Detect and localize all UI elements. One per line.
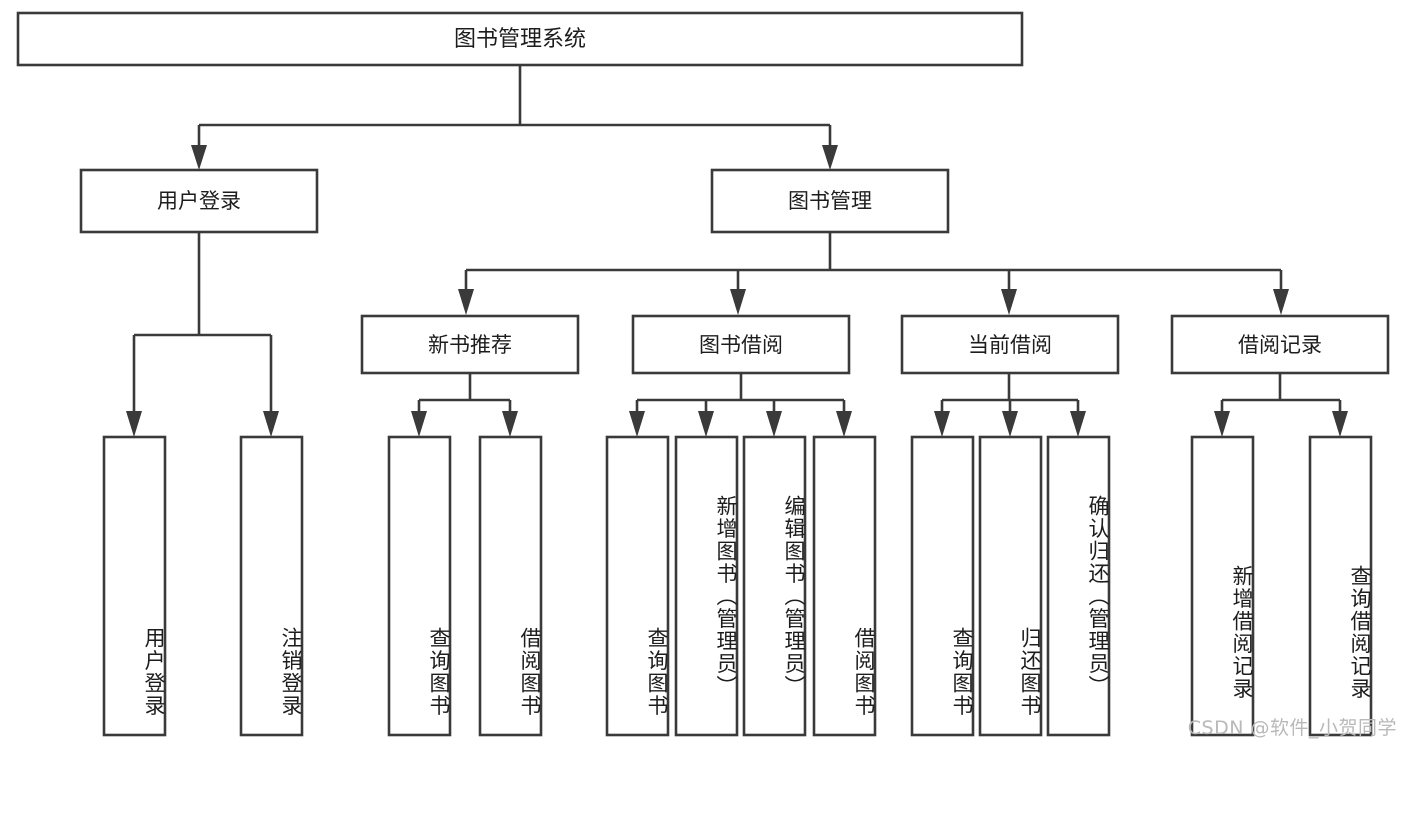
node-new-book-recommend[interactable]: 新书推荐	[360, 314, 580, 375]
connector-borrowrecord-to-leaves	[1214, 373, 1348, 437]
leaf-box-return-book[interactable]	[978, 435, 1043, 737]
connector-bookmgmt-to-level3	[458, 232, 1289, 315]
leaf-box-borrow-book[interactable]	[812, 435, 877, 737]
node-book-borrow[interactable]: 图书借阅	[631, 314, 851, 375]
leaf-box-user-login[interactable]	[102, 435, 167, 737]
connector-bookborrow-to-leaves	[629, 373, 852, 437]
leaf-box-borrow-book-newbook[interactable]	[478, 435, 543, 737]
diagram-canvas: 图书管理系统 用户登录 图书管理 新书推荐 图书借阅 当前借阅 借阅记录	[16, 11, 1397, 739]
node-user-login[interactable]: 用户登录	[79, 168, 319, 234]
leaf-box-add-borrow-record[interactable]	[1190, 435, 1255, 737]
csdn-watermark: CSDN @软件_小贺同学	[1187, 717, 1397, 739]
leaf-box-query-borrow-record[interactable]	[1308, 435, 1373, 737]
node-current-borrow-label: 当前借阅	[968, 333, 1052, 357]
leaf-boxes	[102, 435, 1373, 737]
leaf-box-edit-book-admin[interactable]	[742, 435, 807, 737]
node-user-login-label: 用户登录	[157, 189, 241, 213]
diagram-svg: 图书管理系统 用户登录 图书管理 新书推荐 图书借阅 当前借阅 借阅记录	[16, 11, 1390, 737]
leaf-box-query-book-newbook[interactable]	[387, 435, 452, 737]
node-book-management[interactable]: 图书管理	[710, 168, 950, 234]
node-new-book-recommend-label: 新书推荐	[428, 333, 512, 357]
leaf-box-query-book-current[interactable]	[910, 435, 975, 737]
node-root[interactable]: 图书管理系统	[16, 11, 1024, 67]
connector-userlogin-to-leaves	[126, 232, 279, 437]
connector-newbook-to-leaves	[411, 373, 518, 437]
node-book-management-label: 图书管理	[788, 189, 872, 213]
node-book-borrow-label: 图书借阅	[699, 333, 783, 357]
connector-root-to-level2	[191, 65, 838, 170]
node-root-label: 图书管理系统	[454, 27, 586, 52]
node-current-borrow[interactable]: 当前借阅	[900, 314, 1120, 375]
leaf-box-confirm-return-admin[interactable]	[1046, 435, 1111, 737]
node-borrow-record[interactable]: 借阅记录	[1170, 314, 1390, 375]
leaf-box-add-book-admin[interactable]	[674, 435, 739, 737]
node-borrow-record-label: 借阅记录	[1238, 333, 1322, 357]
connector-currentborrow-to-leaves	[934, 373, 1086, 437]
leaf-box-query-book-borrow[interactable]	[605, 435, 670, 737]
leaf-box-logout[interactable]	[239, 435, 304, 737]
